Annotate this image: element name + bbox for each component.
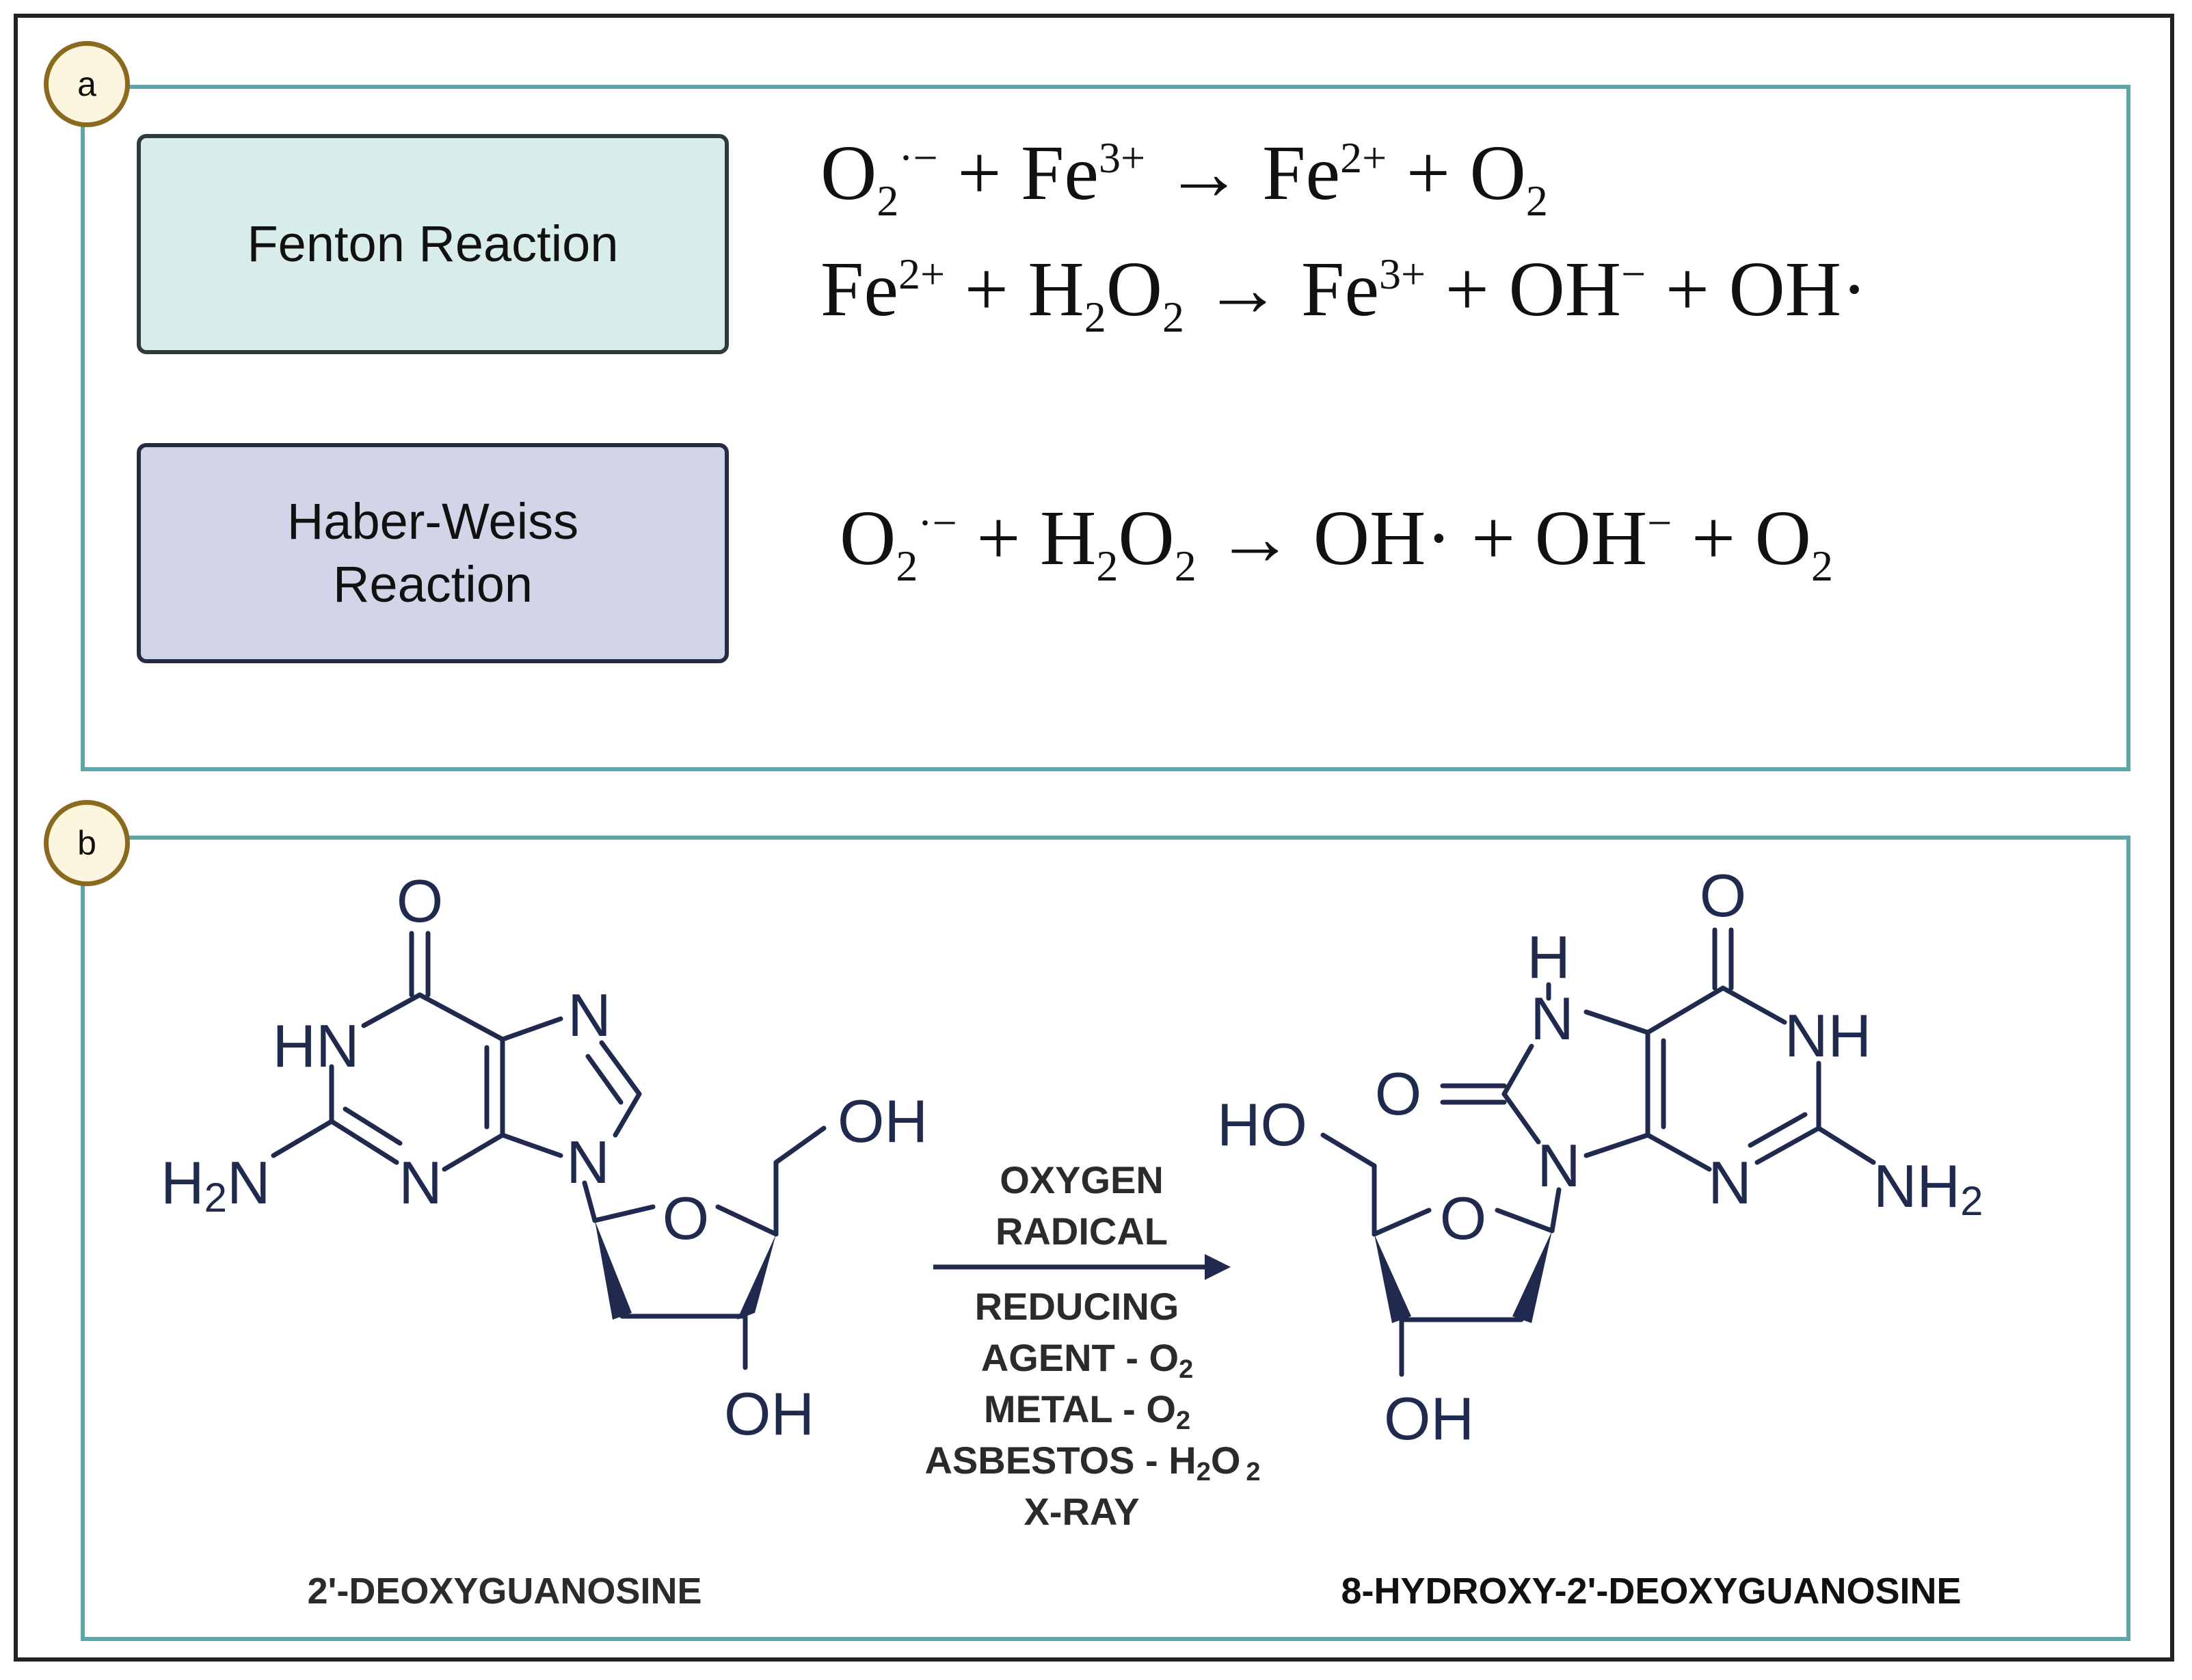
haber-weiss-equation: O2·− + H2O2 → OH· + OH− + O2 xyxy=(840,494,1833,590)
fenton-reaction-box: Fenton Reaction xyxy=(137,134,729,354)
lm-n3: N xyxy=(399,1149,442,1216)
rm-o-carbonyl: O xyxy=(1700,862,1746,929)
panel-b-badge: b xyxy=(44,800,130,886)
rm-h: H xyxy=(1527,923,1571,991)
reaction-arrow xyxy=(933,1254,1231,1280)
rm-n7: N xyxy=(1530,985,1574,1052)
panel-b xyxy=(81,836,2130,1641)
lm-oh-top: OH xyxy=(838,1087,928,1155)
wedge-bonds xyxy=(595,1221,1552,1323)
rm-n3: N xyxy=(1708,1149,1752,1216)
lm-hn: HN xyxy=(272,1012,359,1080)
lm-oh-bottom: OH xyxy=(724,1380,814,1448)
haber-weiss-reaction-label: Haber-Weiss Reaction xyxy=(286,492,579,613)
figure-frame xyxy=(14,14,2174,1662)
rm-o-ring: O xyxy=(1440,1184,1486,1252)
rm-ho: HO xyxy=(1217,1091,1307,1158)
condition-x-ray: X-RAY xyxy=(1024,1490,1139,1533)
fenton-equation-2: Fe2+ + H2O2 → Fe3+ + OH− + OH· xyxy=(820,245,1868,341)
lm-h2n: H2N xyxy=(161,1149,271,1221)
hydroxy-deoxyguanosine-bonds xyxy=(1320,927,1876,1377)
condition-reducing: REDUCING xyxy=(975,1285,1179,1328)
haber-weiss-reaction-box: Haber-Weiss Reaction xyxy=(137,443,729,663)
rm-nh2: NH2 xyxy=(1873,1152,1983,1224)
condition-agent-o2: AGENT - O2 xyxy=(981,1336,1193,1384)
panel-a-badge: a xyxy=(44,41,130,127)
rm-nh: NH xyxy=(1785,1002,1871,1069)
lm-n9: N xyxy=(566,1128,610,1196)
lm-n7: N xyxy=(567,981,611,1049)
condition-oxygen: OXYGEN xyxy=(1000,1158,1164,1201)
lm-o-carbonyl: O xyxy=(397,867,443,935)
lm-o-ring: O xyxy=(663,1184,709,1252)
fenton-reaction-label: Fenton Reaction xyxy=(247,215,619,272)
rm-oh-bottom: OH xyxy=(1384,1385,1474,1452)
deoxyguanosine-bonds xyxy=(271,931,827,1370)
fenton-equation-1: O2·− + Fe3+ → Fe2+ + O2 xyxy=(820,129,1548,225)
right-molecule-name: 8-HYDROXY-2'-DEOXYGUANOSINE xyxy=(1341,1571,1961,1612)
rm-o8: O xyxy=(1375,1060,1421,1128)
condition-radical: RADICAL xyxy=(995,1210,1168,1253)
left-molecule-name: 2'-DEOXYGUANOSINE xyxy=(308,1571,702,1612)
rm-n9: N xyxy=(1537,1132,1581,1199)
condition-metal-o2: METAL - O2 xyxy=(984,1387,1190,1435)
